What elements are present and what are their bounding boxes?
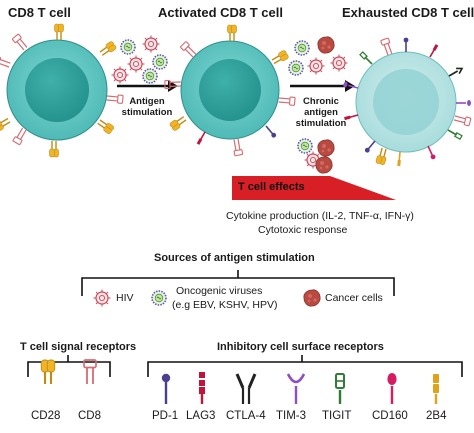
pd1-icon xyxy=(161,373,171,404)
chronic-stimulation-label: Chronic antigen stimulation xyxy=(295,96,347,129)
hiv-icon xyxy=(92,288,112,308)
cancer-cell-icon xyxy=(303,289,321,307)
activated-t-cell xyxy=(164,24,296,157)
cd160-label: CD160 xyxy=(372,410,408,422)
ctla4-label: CTLA-4 xyxy=(226,410,266,422)
cytokine-production-text: Cytokine production (IL-2, TNF-α, IFN-γ) xyxy=(226,210,414,222)
cd28-icon xyxy=(40,358,56,386)
oncogenic-viruses-label: Oncogenic viruses xyxy=(176,285,263,297)
exhausted-cell-title: Exhausted CD8 T cell xyxy=(342,5,474,20)
cd28-label: CD28 xyxy=(31,410,61,422)
t-cell-effects-wedge xyxy=(232,176,396,200)
signal-bracket xyxy=(27,355,111,377)
virus-cluster-3 xyxy=(297,138,335,174)
antigen-stimulation-label: Antigen stimulation xyxy=(121,96,173,118)
receptor-cluster-exhausted xyxy=(343,37,472,167)
virus-cluster-1 xyxy=(110,34,168,85)
oncogenic-examples-label: (e.g EBV, KSHV, HPV) xyxy=(172,299,278,311)
sources-bracket xyxy=(81,270,395,296)
ctla4-icon xyxy=(235,373,257,404)
2b4-label: 2B4 xyxy=(426,410,447,422)
sources-title: Sources of antigen stimulation xyxy=(154,252,315,264)
receptor-cluster-activated xyxy=(164,24,296,157)
exhausted-t-cell xyxy=(343,37,472,167)
naive-t-cell xyxy=(0,23,124,158)
t-cell-effects-title: T cell effects xyxy=(238,181,305,193)
naive-cell-title: CD8 T cell xyxy=(8,5,71,20)
pd1-label: PD-1 xyxy=(152,410,179,422)
cd8-icon xyxy=(83,359,97,385)
tigit-icon xyxy=(335,373,345,404)
tim3-icon xyxy=(286,373,306,404)
inhibitory-receptors-title: Inhibitory cell surface receptors xyxy=(217,341,384,353)
hiv-label: HIV xyxy=(116,292,134,304)
lag3-label: LAG3 xyxy=(186,410,216,422)
2b4-icon xyxy=(433,374,439,404)
tim3-label: TIM-3 xyxy=(276,410,307,422)
cd8-label: CD8 xyxy=(78,410,102,422)
tigit-label: TIGIT xyxy=(322,410,352,422)
inhibitory-bracket xyxy=(147,355,463,377)
cd160-icon xyxy=(387,373,397,404)
lag3-icon xyxy=(199,372,205,404)
cancer-cells-label: Cancer cells xyxy=(325,292,383,304)
activated-cell-title: Activated CD8 T cell xyxy=(158,5,283,20)
virus-cluster-2 xyxy=(288,36,349,76)
signal-receptors-title: T cell signal receptors xyxy=(20,341,137,353)
cytotoxic-response-text: Cytotoxic response xyxy=(258,224,348,236)
oncogenic-virus-icon xyxy=(151,290,167,306)
